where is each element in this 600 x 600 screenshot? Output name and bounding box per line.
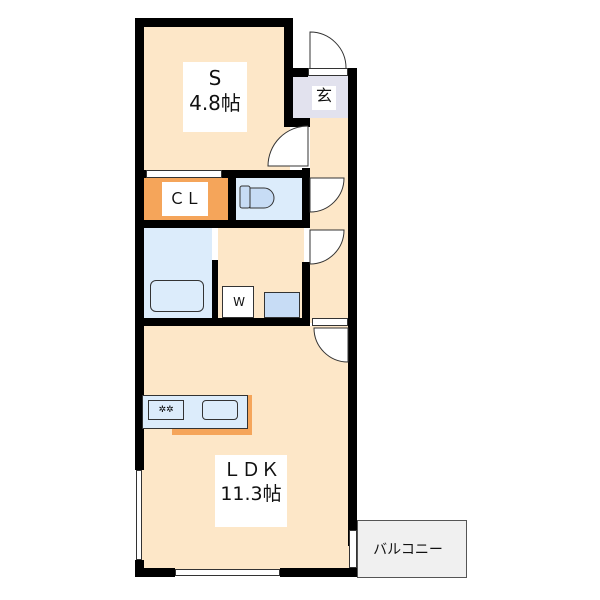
stove-icon: ✲✲ [148,400,184,420]
door [312,318,348,326]
wall [302,262,310,326]
wall [135,318,310,326]
wall [280,568,357,577]
wall [135,220,310,228]
door-swing [313,327,349,363]
balcony-label: バルコニー [372,536,444,564]
door-swing [309,229,345,265]
sink-icon [264,292,300,318]
room-ldk-label: ＬＤＫ 11.3帖 [215,455,287,527]
window [175,569,280,576]
kitchen-sink-icon [202,400,238,420]
window [136,470,142,560]
room-ldk-name: ＬＤＫ [222,459,280,481]
wall [212,260,218,326]
bathtub-icon [150,280,204,312]
room-s-label: S 4.8帖 [183,62,247,132]
room-ldk-area: 11.3帖 [220,482,282,505]
door [146,170,222,178]
wall [284,68,293,126]
door-swing [267,125,309,167]
room-s-area: 4.8帖 [189,91,241,115]
wall [135,568,175,577]
room-ldk [142,326,350,570]
door-swing [309,177,345,213]
wall [284,118,310,127]
wall [228,170,236,228]
wall [284,18,293,78]
wall [135,18,144,470]
wall [348,68,357,546]
room-s-name: S [208,66,222,90]
wall [135,170,310,178]
wall [135,18,293,27]
entrance-label: 玄 [312,86,336,110]
door-swing [309,31,347,69]
wall [302,168,310,228]
door [308,68,348,76]
wall [135,560,144,577]
hallway [310,118,348,323]
closet-label: ＣＬ [162,182,208,216]
toilet-icon [239,185,275,209]
washer-label: W [230,292,248,312]
wall [284,68,308,77]
door [349,530,357,568]
